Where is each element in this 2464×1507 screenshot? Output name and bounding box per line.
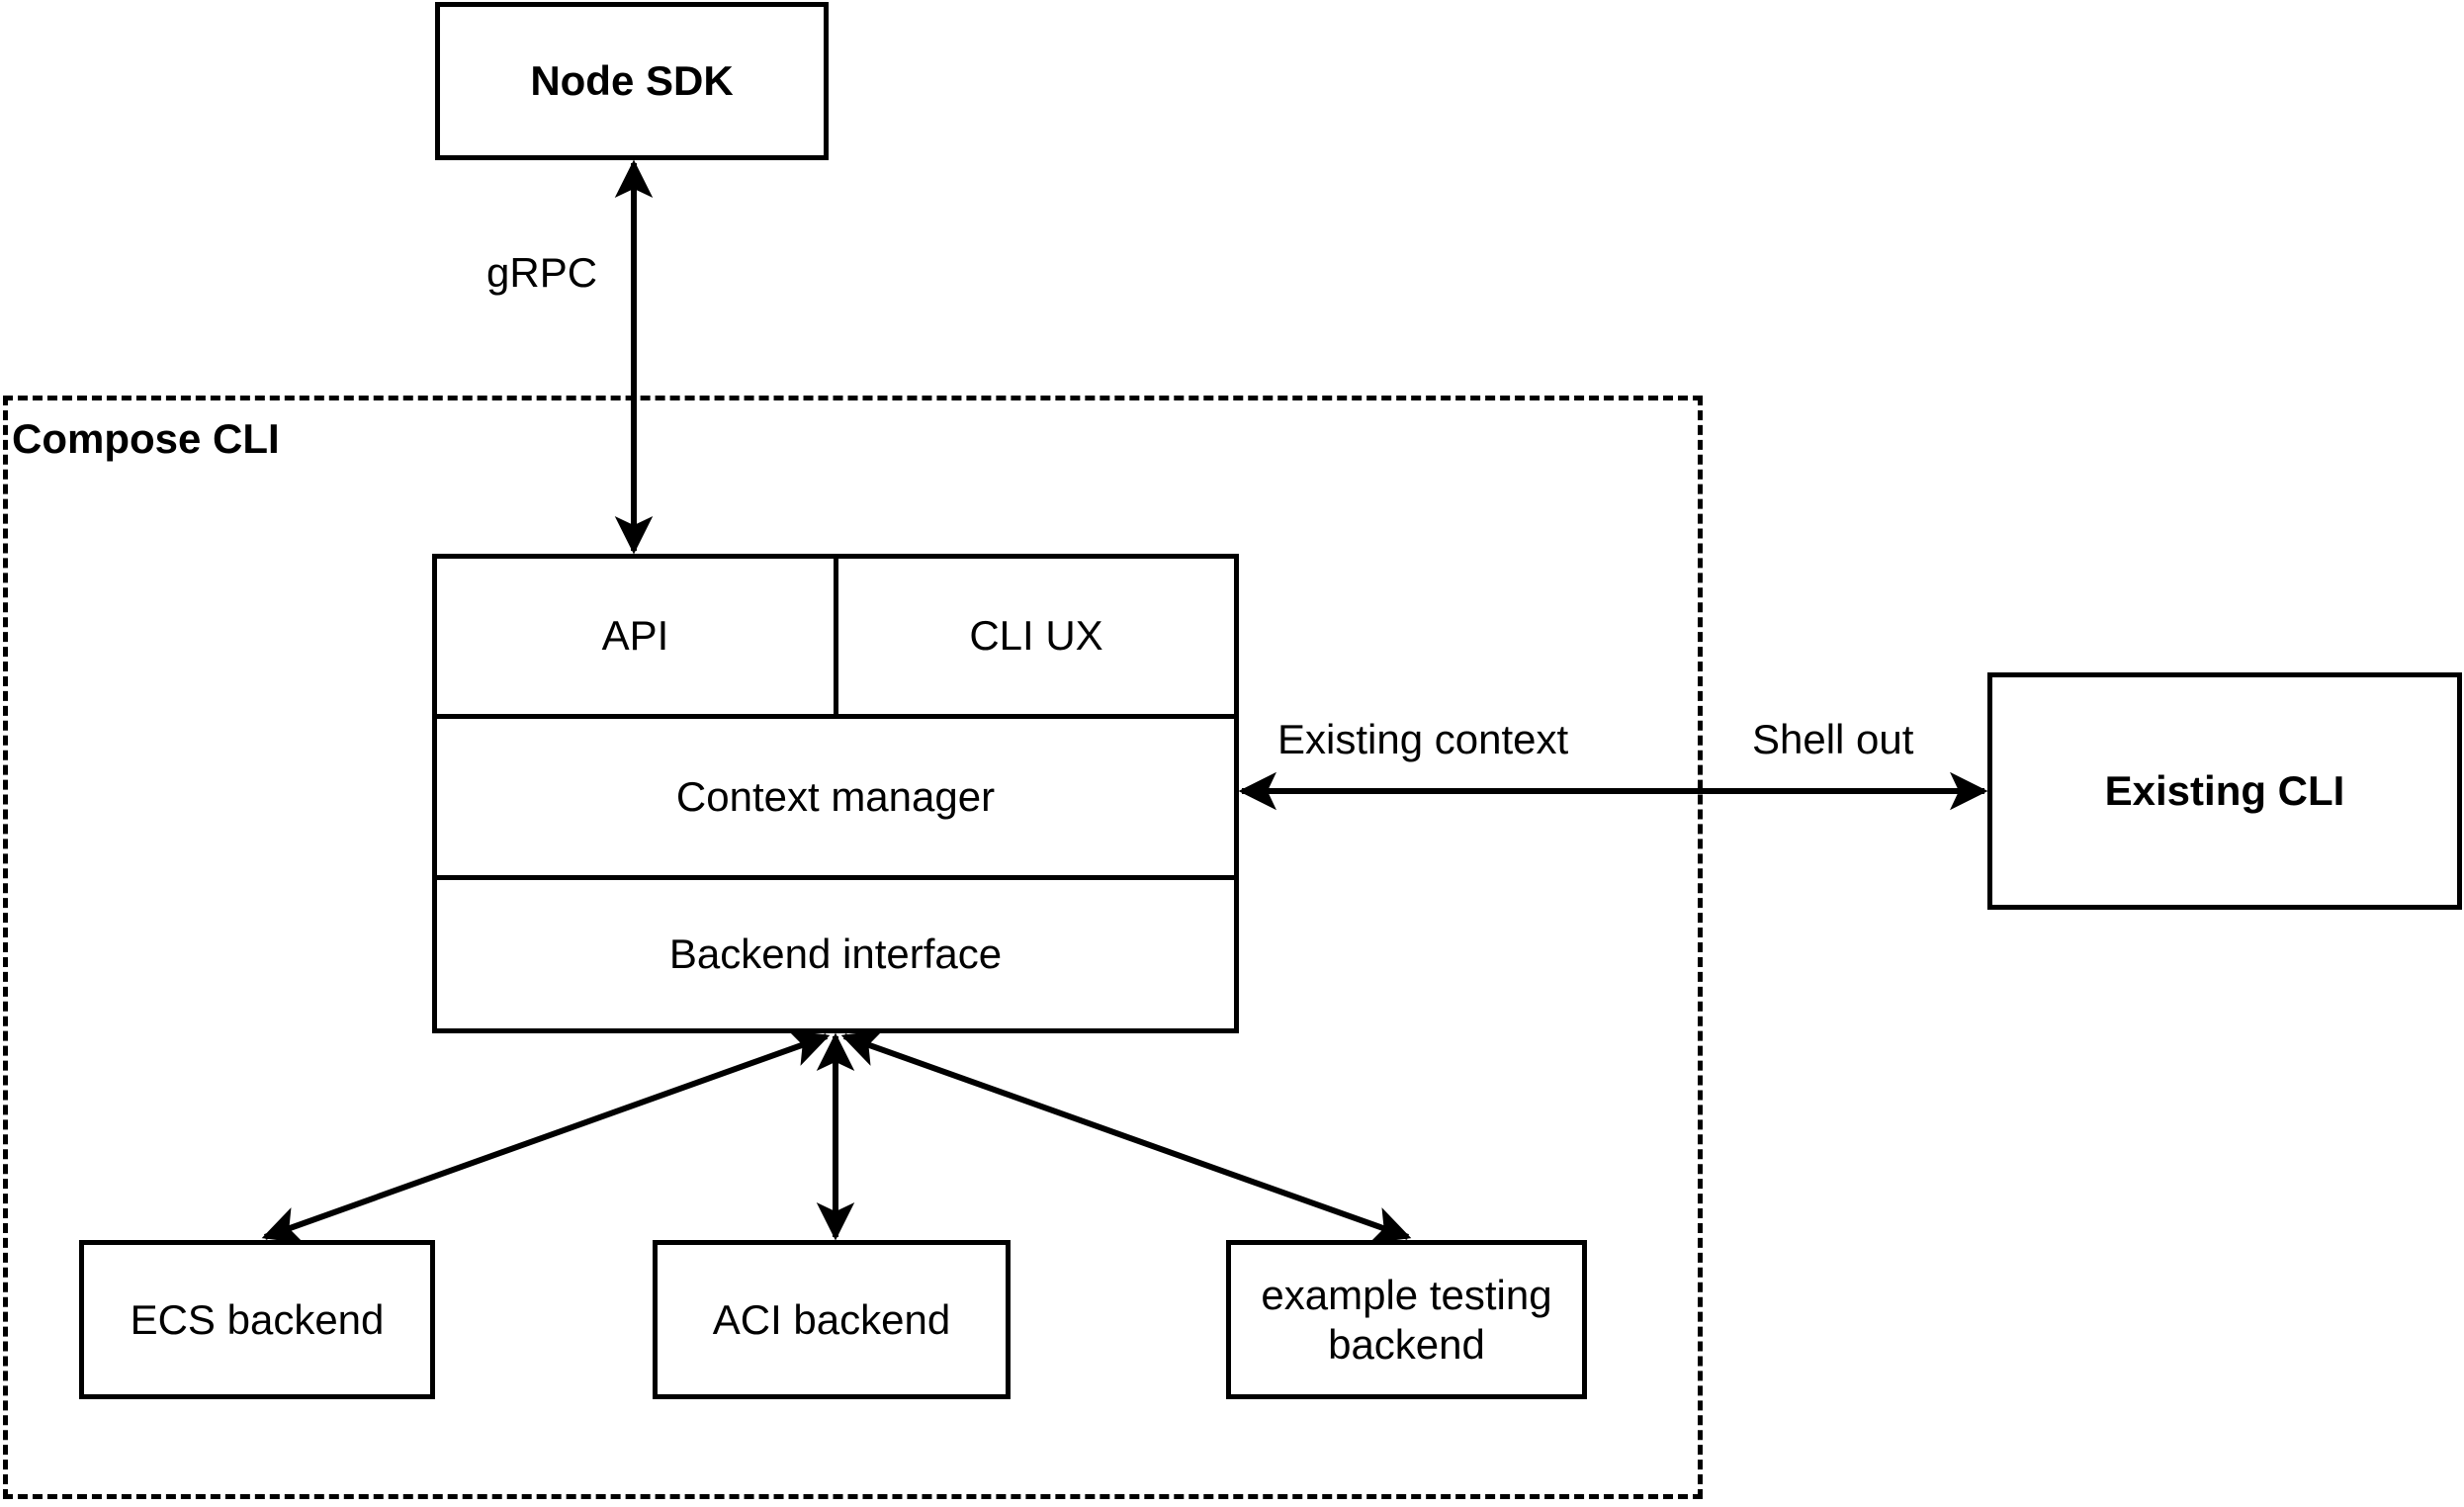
edge-label-grpc: gRPC bbox=[486, 249, 598, 296]
node-label-ecs-backend: ECS backend bbox=[130, 1295, 385, 1343]
node-label-example-testing-backend: example testing backend bbox=[1261, 1271, 1552, 1368]
edge-label-shell-out: Shell out bbox=[1752, 716, 1914, 762]
core-stack-cell-context-manager[interactable]: Context manager bbox=[437, 719, 1234, 875]
core-stack-row-api: API CLI UX bbox=[437, 559, 1234, 714]
core-stack-cell-backend-interface[interactable]: Backend interface bbox=[437, 880, 1234, 1028]
node-box-aci-backend[interactable]: ACI backend bbox=[653, 1240, 1011, 1399]
node-label-existing-cli: Existing CLI bbox=[2104, 767, 2345, 815]
core-stack-label-cli-ux: CLI UX bbox=[969, 612, 1103, 660]
compose-cli-group-boundary bbox=[3, 396, 1703, 1499]
node-label-node-sdk: Node SDK bbox=[530, 57, 734, 105]
core-stack-label-context-manager: Context manager bbox=[675, 772, 996, 820]
node-box-node-sdk[interactable]: Node SDK bbox=[435, 2, 829, 160]
edge-label-existing-context: Existing context bbox=[1277, 716, 1569, 762]
core-stack: API CLI UX Context manager Backend inter… bbox=[432, 554, 1239, 1033]
core-stack-row-context-manager: Context manager bbox=[437, 714, 1234, 875]
core-stack-label-api: API bbox=[601, 612, 669, 660]
node-box-ecs-backend[interactable]: ECS backend bbox=[79, 1240, 435, 1399]
core-stack-row-backend-interface: Backend interface bbox=[437, 875, 1234, 1028]
compose-cli-group-label: Compose CLI bbox=[12, 415, 280, 462]
node-label-aci-backend: ACI backend bbox=[712, 1295, 951, 1343]
node-box-example-testing-backend[interactable]: example testing backend bbox=[1226, 1240, 1587, 1399]
core-stack-cell-cli-ux[interactable]: CLI UX bbox=[834, 559, 1234, 714]
core-stack-label-backend-interface: Backend interface bbox=[668, 930, 1003, 977]
core-stack-cell-api[interactable]: API bbox=[437, 559, 834, 714]
node-box-existing-cli[interactable]: Existing CLI bbox=[1987, 672, 2462, 910]
